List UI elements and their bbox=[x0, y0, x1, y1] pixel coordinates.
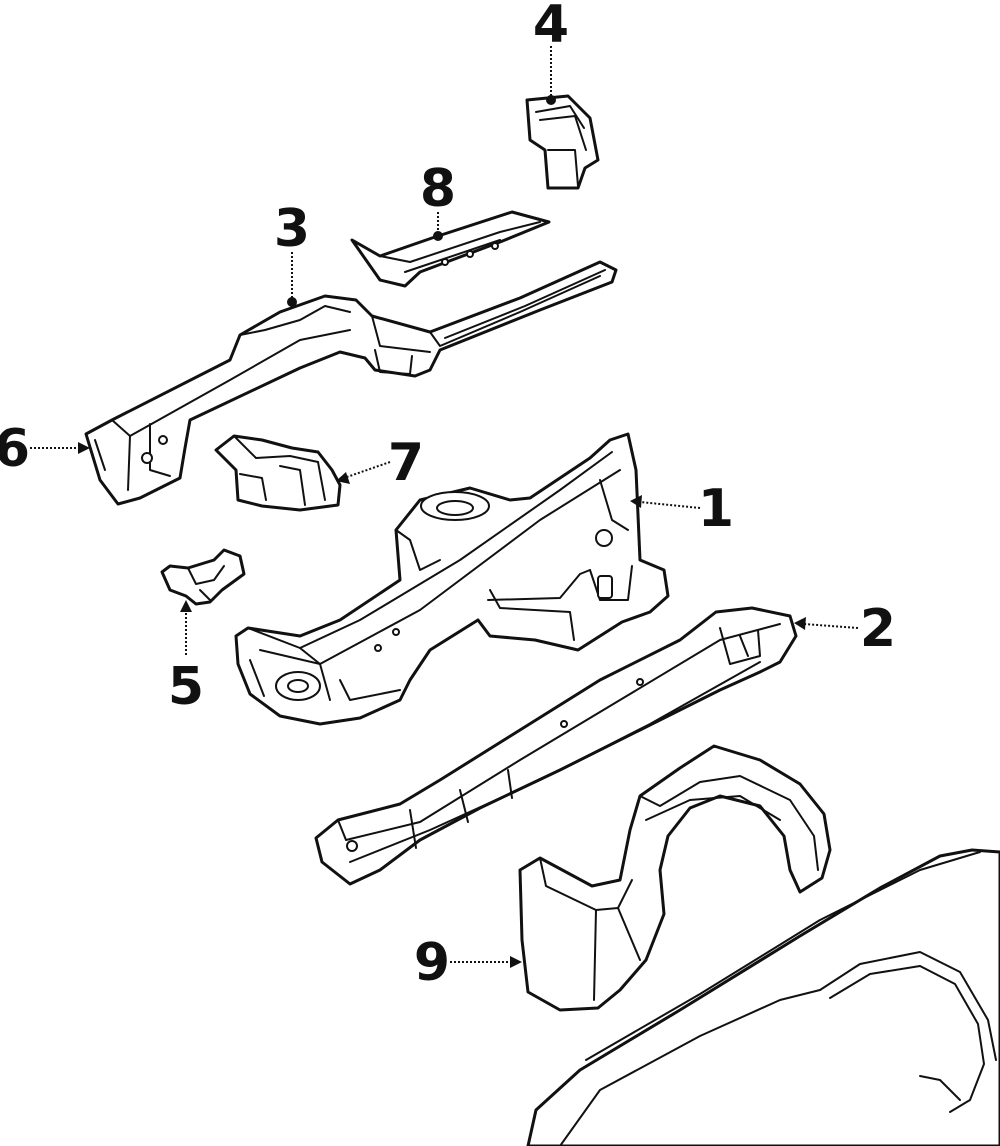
callout-2: 2 bbox=[860, 599, 896, 659]
arrowhead-3 bbox=[287, 297, 297, 307]
callout-labels: 4 8 3 6 7 1 2 5 9 bbox=[0, 0, 896, 993]
part-7-bracket bbox=[214, 434, 342, 512]
callout-1: 1 bbox=[698, 479, 734, 539]
arrowhead-1 bbox=[630, 495, 642, 508]
arrowhead-2 bbox=[794, 617, 806, 630]
part-2-lower-rail bbox=[314, 606, 798, 886]
callout-8: 8 bbox=[420, 159, 456, 219]
arrowhead-5 bbox=[180, 600, 192, 612]
fender-panel bbox=[526, 848, 1000, 1146]
part-5-clip bbox=[160, 548, 246, 606]
arrowhead-9 bbox=[510, 956, 522, 968]
callout-3: 3 bbox=[274, 199, 310, 259]
part-4-bracket bbox=[525, 94, 600, 190]
part-8-rail bbox=[350, 210, 551, 288]
part-9-wheelhouse bbox=[518, 744, 832, 1012]
part-1-apron-assembly bbox=[234, 432, 670, 726]
callout-5: 5 bbox=[168, 657, 204, 717]
part-3-side-rail bbox=[84, 260, 618, 506]
arrowhead-4 bbox=[546, 95, 556, 105]
callout-4: 4 bbox=[533, 0, 569, 55]
arrowhead-7 bbox=[336, 472, 350, 484]
callout-6: 6 bbox=[0, 419, 30, 479]
leader-lines bbox=[30, 46, 859, 968]
arrowhead-8 bbox=[433, 231, 443, 241]
arrowhead-6 bbox=[78, 442, 90, 454]
callout-7: 7 bbox=[388, 433, 424, 493]
callout-9: 9 bbox=[414, 933, 450, 993]
